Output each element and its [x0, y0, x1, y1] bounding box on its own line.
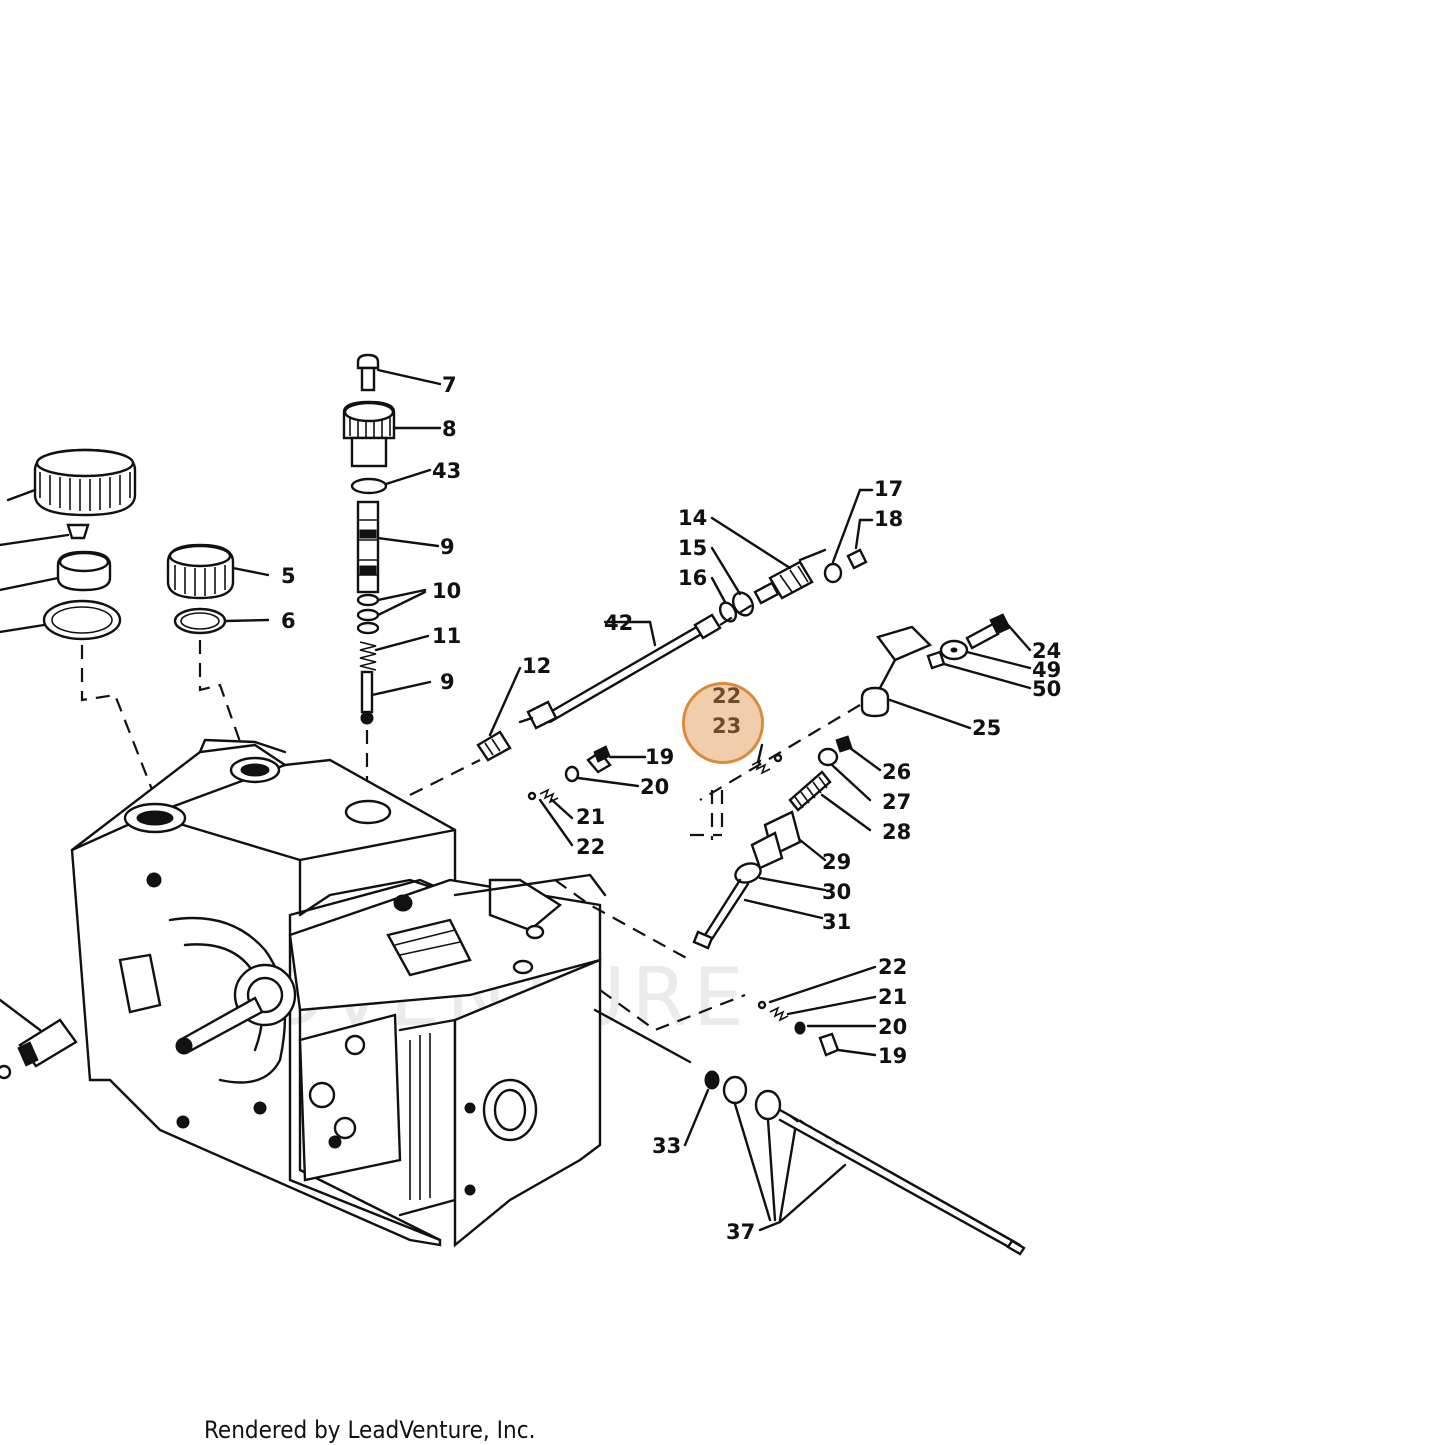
callout-50: 50 [1032, 677, 1061, 701]
callout-21: 21 [878, 985, 907, 1009]
valve-o-ring [350, 468, 432, 495]
callout-22: 22 [576, 835, 605, 859]
spring-28 [788, 770, 872, 832]
callout-6: 6 [281, 609, 296, 633]
callout-20: 20 [878, 1015, 907, 1039]
washer-27 [817, 747, 872, 802]
washer-20-upper [564, 765, 640, 788]
washer-20-lower [794, 1021, 877, 1035]
callout-25: 25 [972, 716, 1001, 740]
callout-24: 24 [1032, 639, 1061, 663]
nut-26 [835, 735, 882, 772]
control-rod [476, 613, 722, 762]
callout-5: 5 [281, 564, 296, 588]
callout-26: 26 [882, 760, 911, 784]
callout-42: 42 [604, 611, 633, 635]
callout-22: 22 [878, 955, 907, 979]
transmission-housing [70, 738, 607, 1248]
callout-15: 15 [678, 536, 707, 560]
nut-17 [823, 488, 874, 584]
callout-highlight[interactable] [682, 682, 764, 764]
callout-28: 28 [882, 820, 911, 844]
spring-21-upper [539, 788, 574, 820]
callout-19: 19 [878, 1044, 907, 1068]
callout-9: 9 [440, 535, 455, 559]
ball-22-upper [527, 791, 574, 847]
valve-spool [356, 500, 440, 594]
valve-rings [356, 588, 427, 635]
callout-12: 12 [522, 654, 551, 678]
render-credit: Rendered by LeadVenture, Inc. [204, 1416, 536, 1444]
callout-33: 33 [652, 1134, 681, 1158]
callout-20: 20 [640, 775, 669, 799]
nut-18 [846, 518, 874, 570]
callout-11: 11 [432, 624, 461, 648]
bolt-31 [692, 878, 824, 950]
valve-knob [342, 400, 442, 468]
o-ring-large [0, 599, 122, 641]
ring-16 [710, 576, 738, 623]
callout-43: 43 [432, 459, 461, 483]
callout-7: 7 [442, 373, 457, 397]
o-ring-small [173, 607, 270, 635]
lever-arm [860, 625, 972, 730]
valve-spring [359, 634, 430, 671]
bolt-24 [965, 613, 1032, 652]
callout-29: 29 [822, 850, 851, 874]
spring-23 [751, 743, 783, 775]
side-fitting [0, 998, 78, 1080]
filler-cap-large [6, 448, 137, 517]
washer-30 [734, 862, 827, 892]
callout-31: 31 [822, 910, 851, 934]
callout-18: 18 [874, 507, 903, 531]
ball-22-lower [757, 965, 877, 1010]
callout-37: 37 [726, 1220, 755, 1244]
callout-8: 8 [442, 417, 457, 441]
spring-21-lower [769, 995, 877, 1022]
washer-49 [939, 639, 1032, 670]
valve-rod [360, 670, 432, 725]
plug-19-upper [586, 745, 647, 774]
callout-19: 19 [645, 745, 674, 769]
callout-17: 17 [874, 477, 903, 501]
shift-rod-assembly [683, 1070, 1026, 1256]
callout-30: 30 [822, 880, 851, 904]
nut-50 [926, 650, 1032, 690]
valve-screw [356, 353, 442, 392]
callout-10: 10 [432, 579, 461, 603]
callout-21: 21 [576, 805, 605, 829]
fitting-14 [710, 516, 827, 605]
filler-cap-small [166, 543, 270, 600]
valve-body-29 [750, 810, 827, 870]
vent-cap [0, 550, 112, 592]
callout-27: 27 [882, 790, 911, 814]
plug-19-lower [818, 1032, 877, 1057]
callout-16: 16 [678, 566, 707, 590]
callout-49: 49 [1032, 658, 1061, 682]
cap-screw [0, 523, 90, 547]
callout-14: 14 [678, 506, 707, 530]
callout-9: 9 [440, 670, 455, 694]
